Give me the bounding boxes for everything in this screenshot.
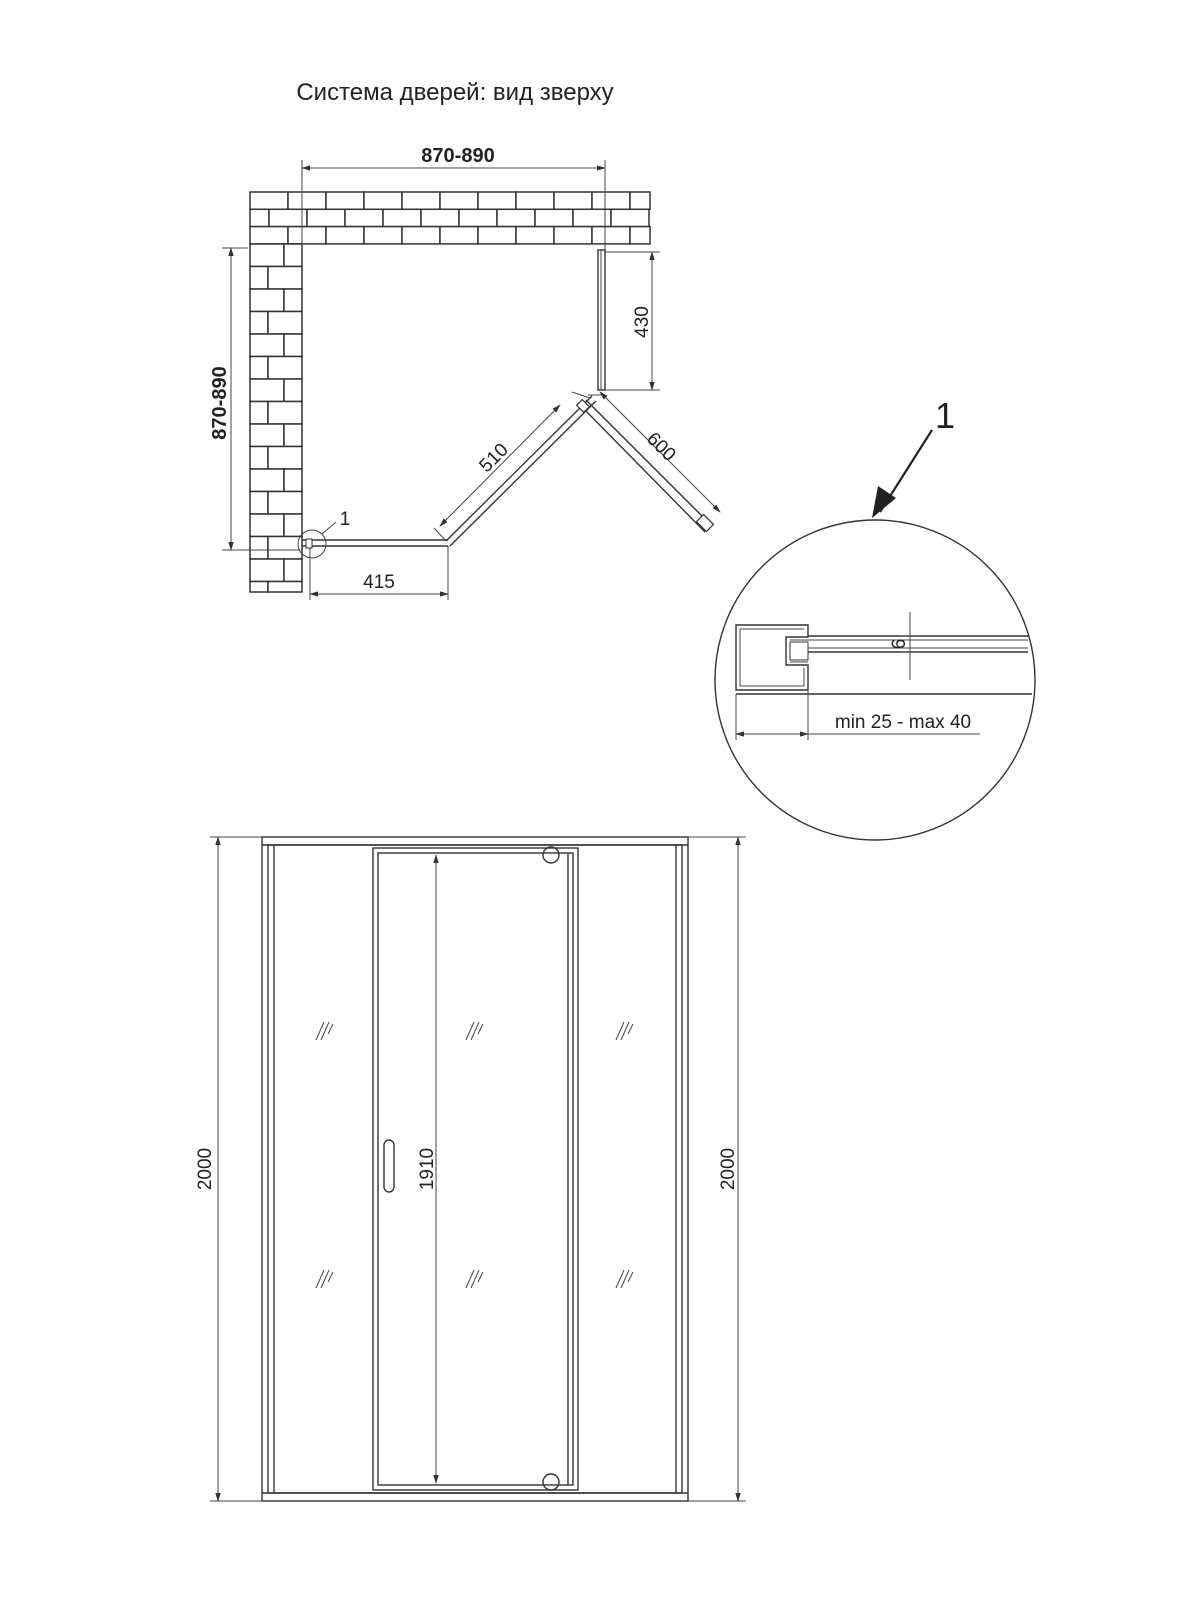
detail-callout-marker: 1 xyxy=(297,509,351,559)
wall-brick xyxy=(283,513,303,538)
dim-door-panel-label: 510 xyxy=(475,439,512,476)
wall-brick xyxy=(591,191,631,211)
front-view: 2000 2000 1910 xyxy=(195,836,746,1502)
wall-brick xyxy=(249,333,285,358)
wall-brick xyxy=(267,535,303,560)
wall-brick xyxy=(363,225,403,245)
wall-brick xyxy=(553,225,593,245)
detail-callout-label: 1 xyxy=(935,395,955,436)
dim-top-width-label: 870-890 xyxy=(421,145,494,167)
wall-brick xyxy=(283,333,303,358)
wall-brick xyxy=(325,225,365,245)
dim-top-width: 870-890 xyxy=(301,145,606,252)
swing-door: 600 xyxy=(575,391,721,533)
wall-brick xyxy=(283,423,303,448)
wall-brick xyxy=(477,225,517,245)
dim-right-panel-label: 430 xyxy=(632,306,653,338)
diagonal-door-panel: 510 xyxy=(433,391,597,547)
wall-brick xyxy=(363,191,403,211)
wall-brick xyxy=(267,400,303,425)
wall-brick xyxy=(420,208,460,228)
wall-brick xyxy=(610,208,650,228)
wall-brick xyxy=(477,191,517,211)
brick-wall xyxy=(249,191,651,593)
wall-brick xyxy=(249,265,269,290)
dim-left-depth: 870-890 xyxy=(209,247,300,551)
wall-brick xyxy=(249,225,289,245)
wall-brick xyxy=(283,288,303,313)
wall-brick xyxy=(629,225,651,245)
wall-brick xyxy=(591,225,631,245)
wall-brick xyxy=(267,490,303,515)
callout-label: 1 xyxy=(340,509,351,530)
dim-front-panel-label: 415 xyxy=(363,572,395,593)
wall-brick xyxy=(283,468,303,493)
right-fixed-panel: 430 xyxy=(597,249,660,391)
wall-brick xyxy=(249,423,285,448)
wall-brick xyxy=(515,225,555,245)
wall-brick xyxy=(325,191,365,211)
wall-brick xyxy=(249,243,285,268)
wall-brick xyxy=(249,535,269,560)
wall-brick xyxy=(283,378,303,403)
wall-brick xyxy=(249,378,285,403)
dim-height-left-label: 2000 xyxy=(195,1148,216,1190)
wall-brick xyxy=(382,208,422,228)
wall-brick xyxy=(249,513,285,538)
wall-brick xyxy=(496,208,536,228)
wall-brick xyxy=(267,265,303,290)
wall-brick xyxy=(249,400,269,425)
dim-profile-range-label: min 25 - max 40 xyxy=(835,712,971,733)
dim-door-swing-label: 600 xyxy=(642,428,679,465)
wall-brick xyxy=(267,580,303,593)
wall-brick xyxy=(553,191,593,211)
wall-brick xyxy=(249,208,270,228)
glass-hatch-marks xyxy=(315,1021,634,1289)
dim-height-right-label: 2000 xyxy=(718,1148,739,1190)
top-view: 870-890 870-890 430 415 xyxy=(209,145,721,600)
wall-brick xyxy=(534,208,574,228)
wall-brick xyxy=(249,558,285,583)
wall-brick xyxy=(249,580,269,593)
wall-brick xyxy=(249,445,269,470)
wall-brick xyxy=(249,355,269,380)
wall-brick xyxy=(283,558,303,583)
wall-brick xyxy=(249,310,269,335)
diagram-title: Система дверей: вид зверху xyxy=(296,79,613,106)
wall-brick xyxy=(249,468,285,493)
front-fixed-panel: 415 xyxy=(302,539,449,600)
wall-brick xyxy=(401,191,441,211)
wall-brick xyxy=(401,225,441,245)
wall-brick xyxy=(287,191,327,211)
wall-brick xyxy=(267,355,303,380)
wall-brick xyxy=(249,490,269,515)
wall-brick xyxy=(249,191,289,211)
detail-view: 1 6 min 25 - max 40 xyxy=(714,395,1036,841)
wall-brick xyxy=(344,208,384,228)
wall-brick xyxy=(439,191,479,211)
wall-brick xyxy=(629,191,651,211)
wall-brick xyxy=(287,225,327,245)
wall-brick xyxy=(306,208,346,228)
wall-brick xyxy=(268,208,308,228)
wall-brick xyxy=(439,225,479,245)
wall-brick xyxy=(249,288,285,313)
wall-brick xyxy=(267,310,303,335)
dim-door-height-label: 1910 xyxy=(417,1148,438,1190)
wall-brick xyxy=(458,208,498,228)
wall-brick xyxy=(515,191,555,211)
dim-glass-label: 6 xyxy=(889,639,910,650)
wall-brick xyxy=(283,243,303,268)
dim-left-depth-label: 870-890 xyxy=(209,366,231,439)
wall-brick xyxy=(267,445,303,470)
